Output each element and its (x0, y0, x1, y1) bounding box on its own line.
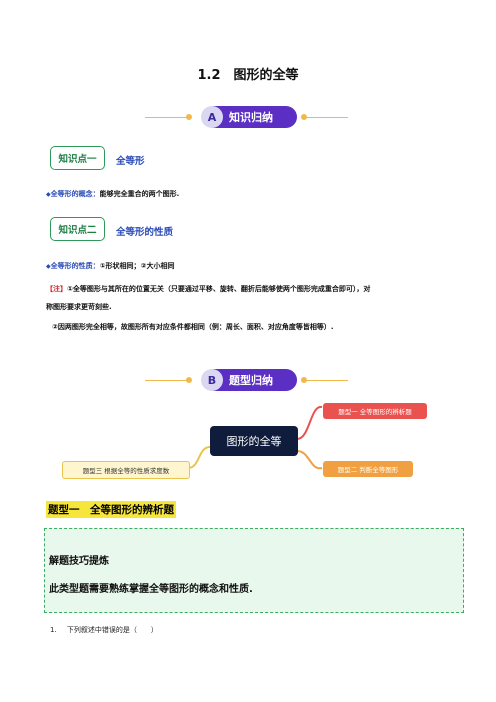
question-1: 1. 下列叙述中错误的是（ ） (50, 625, 158, 635)
property-text: ①形状相同；②大小相同 (99, 262, 175, 270)
question-1-number: 1. (50, 626, 57, 634)
diamond-icon: ◆ (46, 191, 51, 198)
banner-a-right-line (306, 117, 348, 118)
banner-b-right-dot (301, 377, 307, 383)
banner-b-label: 题型归纳 (229, 374, 273, 387)
kp1-label: 全等形 (116, 156, 145, 167)
concept-line: ◆全等形的概念：能够完全重合的两个图形. (46, 189, 179, 199)
banner-b-letter: B (201, 369, 223, 391)
banner-a-left-line (145, 117, 187, 118)
mindmap-node-left: 题型三 根据全等的性质求度数 (62, 461, 190, 479)
note-line-1b: 称图形要求更苛刻些. (46, 303, 112, 311)
mindmap-center: 图形的全等 (210, 426, 298, 456)
tip-text: 此类型题需要熟练掌握全等图形的概念和性质. (49, 584, 253, 595)
question-1-text: 下列叙述中错误的是（ ） (66, 626, 158, 634)
banner-b: B 题型归纳 (0, 367, 496, 393)
kp2-tag: 知识点二 (50, 217, 105, 241)
banner-a-left-dot (186, 114, 192, 120)
tip-box: 解题技巧提炼 此类型题需要熟练掌握全等图形的概念和性质. (44, 528, 464, 613)
banner-a-pill: A 知识归纳 (201, 106, 297, 128)
banner-a-label: 知识归纳 (229, 111, 273, 124)
connector-left (187, 446, 211, 469)
connector-bottom-right (296, 450, 323, 470)
mindmap-node-bottom-right: 题型二 判断全等图形 (323, 461, 413, 477)
page-title: 1.2 图形的全等 (197, 68, 299, 83)
property-term: 全等形的性质： (50, 262, 100, 270)
concept-term: 全等形的概念： (50, 190, 100, 198)
banner-b-right-line (306, 380, 348, 381)
concept-text: 能够完全重合的两个图形. (99, 190, 180, 198)
mindmap-node-top-right: 题型一 全等图形的辨析题 (323, 403, 427, 419)
banner-a: A 知识归纳 (0, 104, 496, 130)
banner-a-letter: A (201, 106, 223, 128)
connector-top-right (296, 406, 323, 440)
kp1-tag: 知识点一 (50, 146, 105, 170)
banner-a-right-dot (301, 114, 307, 120)
mindmap-connectors (187, 406, 323, 470)
note-line-1: 【注】①全等图形与其所在的位置无关（只要通过平移、旋转、翻折后能够使两个图形完成… (46, 284, 370, 294)
section1-heading: 题型一 全等图形的辨析题 (46, 501, 176, 518)
banner-b-pill: B 题型归纳 (201, 369, 297, 391)
property-line: ◆全等形的性质：①形状相同；②大小相同 (46, 261, 174, 271)
note-text-1: ①全等图形与其所在的位置无关（只要通过平移、旋转、翻折后能够使两个图形完成重合即… (67, 285, 371, 293)
tip-title: 解题技巧提炼 (49, 556, 109, 567)
note-line-2: ②因两图形完全相等，故图形所有对应条件都相同（例：周长、面积、对应角度等皆相等）… (52, 323, 334, 331)
kp2-label: 全等形的性质 (116, 227, 174, 238)
note-bracket: 【注】 (46, 285, 67, 293)
banner-b-left-dot (186, 377, 192, 383)
diamond-icon: ◆ (46, 263, 51, 270)
banner-b-left-line (145, 380, 187, 381)
